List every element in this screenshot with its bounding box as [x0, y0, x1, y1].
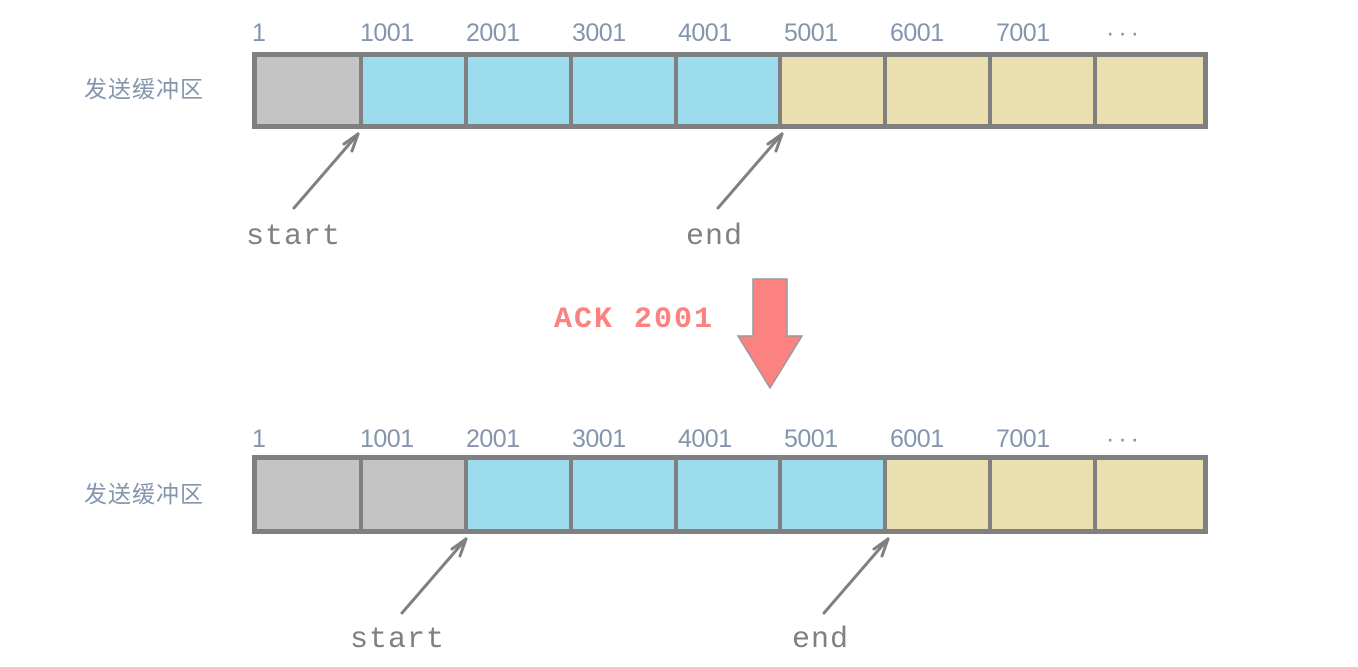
pointer-arrow-start-before — [288, 128, 378, 213]
buffer-cell-4001 — [677, 57, 783, 124]
buffer-cell-1001 — [362, 57, 468, 124]
pointer-label-start-after: start — [350, 623, 446, 657]
tick-2001: 2001 — [466, 19, 520, 47]
buffer-cell-6001 — [887, 57, 993, 124]
pointer-label-end-after: end — [792, 623, 850, 657]
ack-down-arrow-icon — [736, 278, 804, 390]
tick-3001: 3001 — [572, 19, 626, 47]
tick-5001: 5001 — [784, 19, 838, 47]
tick-ellipsis: ··· — [1106, 425, 1143, 453]
tick-1: 1 — [252, 19, 266, 47]
buffer-cell-7001 — [992, 57, 1098, 124]
tick-1001: 1001 — [360, 19, 414, 47]
pointer-arrow-end-before — [712, 128, 802, 213]
buffer-cell-3001 — [572, 460, 678, 529]
tick-7001: 7001 — [996, 425, 1050, 453]
buffer-cell-7001 — [992, 460, 1098, 529]
tick-1: 1 — [252, 425, 266, 453]
buffer-cell-4001 — [677, 460, 783, 529]
buffer-cell-1001 — [362, 460, 468, 529]
tick-4001: 4001 — [678, 19, 732, 47]
pointer-label-end-before: end — [686, 220, 744, 254]
tick-strip-after: 1 1001 2001 3001 4001 5001 6001 7001 ··· — [252, 418, 1208, 452]
tick-3001: 3001 — [572, 425, 626, 453]
buffer-cell-1 — [257, 57, 363, 124]
tick-7001: 7001 — [996, 19, 1050, 47]
tick-strip-before: 1 1001 2001 3001 4001 5001 6001 7001 ··· — [252, 12, 1208, 46]
tick-ellipsis: ··· — [1106, 19, 1143, 47]
pointer-arrow-end-after — [818, 533, 908, 618]
tick-4001: 4001 — [678, 425, 732, 453]
pointer-arrow-start-after — [396, 533, 486, 618]
buffer-cell-2001 — [467, 57, 573, 124]
buffer-cell-8001 — [1097, 57, 1203, 124]
buffer-cell-6001 — [887, 460, 993, 529]
ack-label: ACK 2001 — [554, 303, 715, 337]
tick-5001: 5001 — [784, 425, 838, 453]
tick-1001: 1001 — [360, 425, 414, 453]
tick-6001: 6001 — [890, 425, 944, 453]
buffer-cell-8001 — [1097, 460, 1203, 529]
buffer-row-label: 发送缓冲区 — [84, 77, 204, 102]
buffer-cell-2001 — [467, 460, 573, 529]
buffer-cell-1 — [257, 460, 363, 529]
pointer-label-start-before: start — [246, 220, 342, 254]
tick-2001: 2001 — [466, 425, 520, 453]
buffer-row-label: 发送缓冲区 — [84, 482, 204, 507]
buffer-cell-5001 — [782, 460, 888, 529]
tick-6001: 6001 — [890, 19, 944, 47]
send-buffer-strip-before — [252, 52, 1208, 129]
send-buffer-strip-after — [252, 455, 1208, 534]
buffer-cell-5001 — [782, 57, 888, 124]
buffer-cell-3001 — [572, 57, 678, 124]
